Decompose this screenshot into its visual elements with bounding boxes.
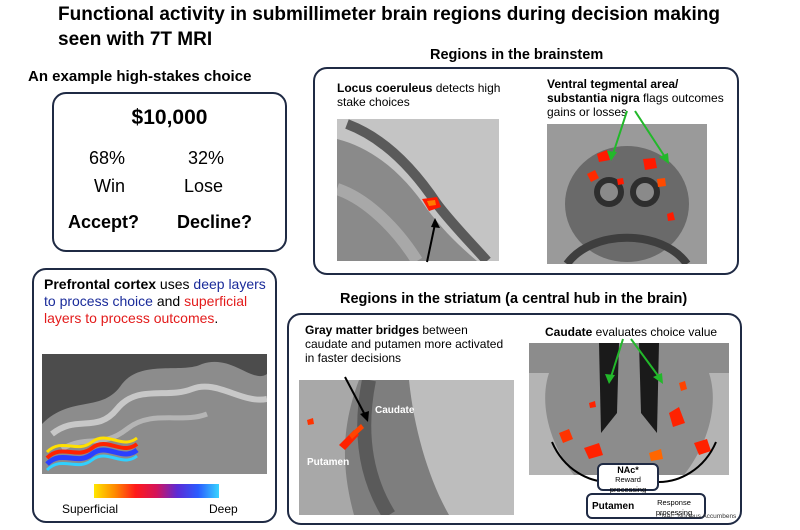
locus-bold: Locus coeruleus	[337, 81, 433, 95]
decline-label: Decline?	[177, 212, 253, 232]
nac-footnote: *NAc: Nucleus Accumbens	[659, 513, 737, 520]
accept-label: Accept?	[68, 212, 140, 232]
prefrontal-caption: Prefrontal cortex uses deep layers to pr…	[44, 276, 272, 327]
putamen-box: Putamen Response processing	[586, 493, 706, 519]
caudate-caption: Caudate evaluates choice value	[545, 325, 735, 339]
locus-mri-image	[337, 119, 499, 261]
win-percent: 68%	[89, 148, 126, 168]
example-choice-box: $10,000 68% 32% Win Lose Accept? Decline…	[52, 92, 287, 252]
nac-label: NAc*	[617, 465, 639, 475]
putamen-box-sub: Response processing	[655, 498, 693, 517]
caudate-text: evaluates choice value	[592, 325, 718, 339]
graymatter-bold: Gray matter bridges	[305, 323, 420, 337]
prefrontal-text-1: uses	[156, 276, 194, 292]
scale-label-deep: Deep	[209, 502, 238, 516]
graymatter-mri-image	[299, 380, 514, 515]
caudate-bold: Caudate	[545, 325, 593, 339]
graymatter-caption: Gray matter bridges between caudate and …	[305, 323, 505, 365]
page-title: Functional activity in submillimeter bra…	[58, 4, 720, 50]
brainstem-panel: Locus coeruleus detects high stake choic…	[313, 67, 739, 275]
caudate-green-arrows	[605, 338, 663, 384]
graymatter-arrow	[344, 376, 369, 422]
locus-caption: Locus coeruleus detects high stake choic…	[337, 81, 512, 109]
locus-text: detects high stake choices	[337, 81, 501, 109]
stake-amount: $10,000	[131, 106, 208, 129]
vta-mri-image	[547, 124, 707, 264]
scale-label-superficial: Superficial	[62, 502, 119, 516]
caudate-mri-image	[529, 343, 729, 475]
striatum-panel: Gray matter bridges between caudate and …	[287, 313, 742, 525]
striatum-heading: Regions in the striatum (a central hub i…	[340, 291, 688, 307]
vta-text: flags outcomes gains or losses	[547, 91, 724, 119]
putamen-box-label: Putamen	[592, 501, 635, 512]
label-putamen: Putamen	[307, 457, 350, 468]
lose-percent: 32%	[188, 148, 225, 168]
label-caudate: Caudate	[375, 405, 415, 416]
nac-sub: Reward processing	[609, 475, 647, 494]
vta-bold: Ventral tegmental area/ substantia nigra	[547, 77, 679, 105]
prefrontal-mri-image	[42, 354, 267, 474]
prefrontal-deep-text: deep layers to process choice	[44, 276, 266, 309]
graymatter-text: between caudate and putamen more activat…	[305, 323, 504, 365]
prefrontal-text-3: .	[214, 310, 219, 326]
vta-caption: Ventral tegmental area/ substantia nigra…	[547, 77, 727, 119]
vta-green-arrows	[607, 110, 669, 164]
prefrontal-bold: Prefrontal cortex	[44, 276, 157, 292]
prefrontal-superficial-text: superficial layers to process outcomes	[44, 293, 248, 326]
win-label: Win	[94, 176, 125, 196]
example-heading: An example high-stakes choice	[28, 68, 252, 85]
locus-arrow	[426, 218, 440, 263]
color-scale-bar	[94, 484, 219, 498]
prefrontal-text-2: and	[152, 293, 185, 309]
nac-box: NAc* Reward processing	[597, 463, 659, 494]
brainstem-heading: Regions in the brainstem	[430, 47, 604, 63]
lose-label: Lose	[184, 176, 224, 196]
prefrontal-panel: Prefrontal cortex uses deep layers to pr…	[32, 268, 277, 523]
